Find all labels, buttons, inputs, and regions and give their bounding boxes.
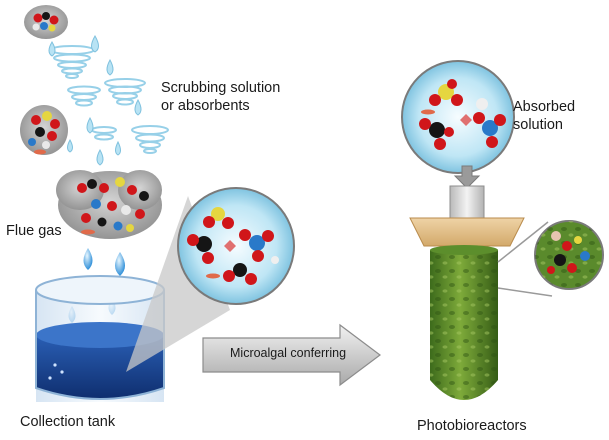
absorbed-solution-label-line2: solution — [513, 117, 563, 133]
scrubbing-spray — [49, 45, 169, 154]
water-spiral — [91, 126, 117, 141]
down-arrow — [453, 165, 481, 189]
water-spiral — [104, 78, 146, 106]
collection-tank — [35, 275, 165, 402]
photobioreactors-label: Photobioreactors — [417, 418, 527, 434]
drop — [115, 252, 125, 276]
water-spiral — [131, 125, 169, 154]
zoom-line — [497, 287, 553, 297]
zoom-circle-tank — [177, 187, 295, 305]
flue-gas-cloud — [56, 170, 162, 239]
drop — [134, 98, 142, 116]
water-spiral — [49, 45, 95, 79]
molecule-cluster — [20, 105, 68, 155]
scrubbing-solution-label: Scrubbing solution — [161, 80, 281, 96]
microalgal-conferring-label: Microalgal conferring — [230, 346, 347, 360]
flue-gas-label: Flue gas — [6, 223, 62, 239]
scrubbing-solution-label-line2: or absorbents — [161, 98, 250, 114]
drop — [83, 248, 93, 270]
zoom-line — [497, 221, 549, 263]
zoom-circle-algae — [534, 220, 604, 290]
water-spiral — [67, 85, 101, 107]
conferring-arrow — [202, 323, 381, 387]
absorbed-solution-label: Absorbed — [513, 99, 576, 115]
drop — [115, 140, 121, 156]
drop — [96, 148, 104, 166]
drop — [86, 116, 94, 134]
collection-tank-label: Collection tank — [20, 414, 116, 430]
drop — [48, 41, 56, 57]
drop — [91, 35, 99, 53]
photobioreactor — [409, 185, 525, 400]
molecule-cluster — [24, 5, 68, 39]
zoom-circle-absorbed — [401, 60, 515, 174]
drop — [67, 138, 73, 153]
drop — [106, 58, 114, 76]
